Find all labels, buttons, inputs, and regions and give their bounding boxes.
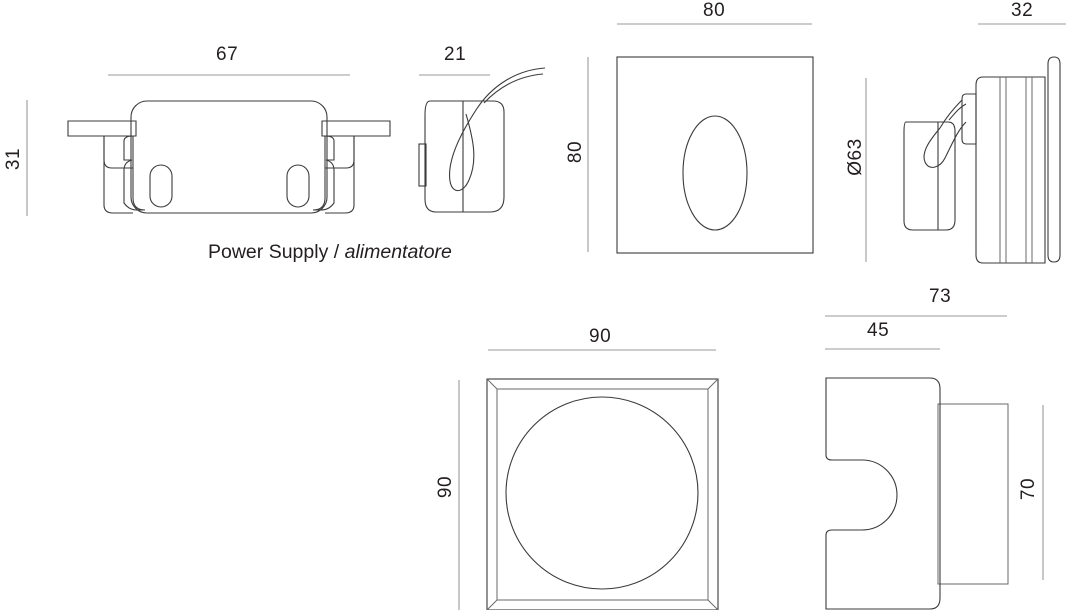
faceplate-90-inner-edge (496, 388, 709, 601)
luminaire-cable-link (939, 99, 963, 129)
dim-label-80-width: 80 (703, 0, 726, 21)
dim-label-73: 73 (929, 286, 952, 307)
ps-cable-outer (483, 73, 544, 104)
ps-cable-inner (448, 67, 546, 192)
square-faceplate-80-view (616, 56, 814, 254)
faceplate-80-outline (616, 56, 814, 254)
dim-label-70: 70 (1018, 477, 1039, 501)
caption-separator: / (328, 241, 345, 263)
faceplate-90-mitre-br (707, 599, 719, 610)
recess-box-front-profile (825, 377, 941, 610)
caption-it: alimentatore (344, 241, 452, 263)
square-faceplate-90-view (486, 378, 719, 610)
luminaire-body (975, 76, 1046, 264)
faceplate-90-mitre-tl (486, 378, 498, 390)
ps-lead-right (321, 120, 391, 137)
dim-label-67: 67 (216, 44, 239, 65)
ps-bracket-left-tab (103, 136, 133, 169)
power-supply-front-view (67, 100, 391, 214)
recess-box-rear-block (937, 403, 1009, 585)
faceplate-90-outline (486, 378, 719, 610)
faceplate-90-mitre-tr (707, 378, 719, 390)
dim-label-21: 21 (444, 44, 467, 65)
faceplate-80-aperture-ellipse (682, 115, 748, 231)
ps-bracket-left-tab2 (103, 136, 133, 214)
dimension-lines (26, 23, 1066, 610)
ps-body (130, 100, 328, 214)
dim-label-45: 45 (867, 320, 890, 341)
ps-bracket-right-tab2 (325, 136, 355, 214)
dim-label-31: 31 (3, 147, 24, 171)
dim-label-90-width: 90 (589, 326, 612, 347)
dim-label-90-height: 90 (435, 475, 456, 499)
ps-lead-left (67, 120, 137, 137)
recess-box-side-view (825, 377, 1009, 610)
faceplate-90-aperture-circle (505, 396, 699, 590)
ps-side-connector (418, 143, 427, 187)
ps-side-body (424, 100, 505, 213)
caption-en: Power Supply (208, 241, 329, 263)
luminaire-cable-outer (948, 103, 967, 121)
dim-label-32: 32 (1011, 0, 1034, 21)
luminaire-cable-inner (923, 121, 967, 168)
ps-bracket-right-tab (325, 136, 355, 169)
power-supply-side-view (418, 67, 546, 213)
ps-slot-right (286, 164, 310, 208)
faceplate-90-mitre-bl (486, 599, 498, 610)
luminaire-side-view (903, 56, 1061, 264)
power-supply-caption: Power Supply / alimentatore (208, 241, 452, 264)
luminaire-flange (1047, 56, 1061, 263)
ps-bracket-left (123, 135, 146, 211)
luminaire-driver-box (903, 121, 956, 231)
ps-bracket-right (312, 135, 335, 211)
dim-label-d63: Ø63 (845, 138, 866, 176)
dim-label-80-height: 80 (565, 140, 586, 164)
luminaire-neck (961, 93, 977, 145)
ps-slot-left (149, 164, 173, 208)
